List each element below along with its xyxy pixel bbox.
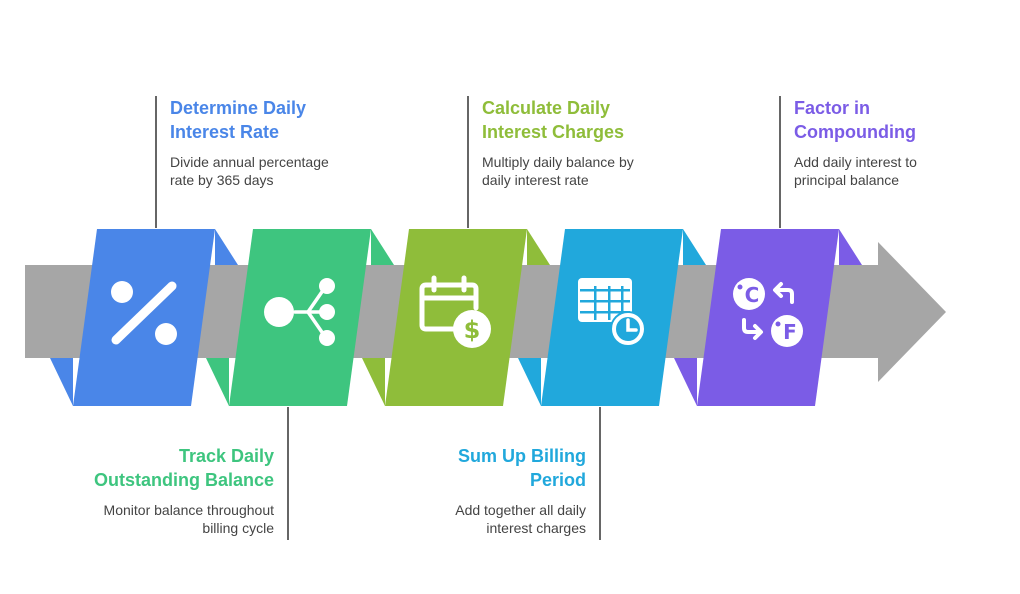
step-3-panel: $ xyxy=(362,229,550,406)
step-1-fold-top xyxy=(215,229,238,265)
step-1-title-line2: Interest Rate xyxy=(170,122,280,142)
step-4-title-line2: Period xyxy=(529,470,586,490)
step-3-desc-line2: daily interest rate xyxy=(482,172,589,188)
step-3-block xyxy=(385,229,527,406)
step-2-panel xyxy=(206,229,394,406)
step-3-label: Calculate Daily Interest Charges Multipl… xyxy=(482,96,712,189)
step-4-fold-top xyxy=(683,229,706,265)
step-4-desc-line1: Add together all daily xyxy=(455,502,586,518)
step-4-label: Sum Up Billing Period Add together all d… xyxy=(356,444,586,537)
step-5-title: Factor in Compounding xyxy=(794,96,994,144)
step-5-title-line2: Compounding xyxy=(794,122,916,142)
arrow-head xyxy=(878,242,946,382)
step-3-title-line2: Interest Charges xyxy=(482,122,625,142)
step-4-title: Sum Up Billing Period xyxy=(356,444,586,492)
step-1-label: Determine Daily Interest Rate Divide ann… xyxy=(170,96,400,189)
step-5-description: Add daily interest to principal balance xyxy=(794,153,994,189)
temperature-conversion-icon: C F xyxy=(733,278,803,347)
step-2-title-line1: Track Daily xyxy=(178,446,274,466)
step-5-panel: C F xyxy=(674,229,862,406)
step-1-desc-line2: rate by 365 days xyxy=(170,172,274,188)
step-1-desc-line1: Divide annual percentage xyxy=(170,154,329,170)
step-5-desc-line2: principal balance xyxy=(794,172,900,188)
step-1-fold-bottom xyxy=(50,358,73,406)
step-3-fold-top xyxy=(527,229,550,265)
step-2-fold-bottom xyxy=(206,358,229,406)
table-clock-icon xyxy=(578,278,646,347)
step-2-desc-line2: billing cycle xyxy=(202,520,274,536)
step-4-title-line1: Sum Up Billing xyxy=(458,446,586,466)
step-1-description: Divide annual percentage rate by 365 day… xyxy=(170,153,400,189)
step-3-desc-line1: Multiply daily balance by xyxy=(482,154,634,170)
step-5-title-line1: Factor in xyxy=(794,98,871,118)
step-5-fold-top xyxy=(839,229,862,265)
step-2-title-line2: Outstanding Balance xyxy=(93,470,274,490)
connectors xyxy=(155,96,781,540)
step-5-label: Factor in Compounding Add daily interest… xyxy=(794,96,994,189)
step-3-title-line1: Calculate Daily xyxy=(482,98,611,118)
step-3-title: Calculate Daily Interest Charges xyxy=(482,96,712,144)
step-5-desc-line1: Add daily interest to xyxy=(794,154,917,170)
percent-icon xyxy=(111,281,177,345)
step-4-panel xyxy=(518,229,706,406)
step-5-fold-bottom xyxy=(674,358,697,406)
step-2-block xyxy=(229,229,371,406)
step-5-block xyxy=(697,229,839,406)
step-4-fold-bottom xyxy=(518,358,541,406)
svg-text:F: F xyxy=(783,320,797,344)
step-1-title: Determine Daily Interest Rate xyxy=(170,96,400,144)
step-2-label: Track Daily Outstanding Balance Monitor … xyxy=(44,444,274,537)
step-2-desc-line1: Monitor balance throughout xyxy=(103,502,274,518)
calendar-dollar-icon: $ xyxy=(419,275,491,348)
step-4-desc-line2: interest charges xyxy=(486,520,586,536)
distribution-icon xyxy=(264,278,335,346)
step-2-description: Monitor balance throughout billing cycle xyxy=(44,501,274,537)
svg-text:$: $ xyxy=(464,316,481,344)
step-2-fold-top xyxy=(371,229,394,265)
step-2-title: Track Daily Outstanding Balance xyxy=(44,444,274,492)
step-4-description: Add together all daily interest charges xyxy=(356,501,586,537)
step-1-panel xyxy=(50,229,238,406)
step-3-description: Multiply daily balance by daily interest… xyxy=(482,153,712,189)
step-3-fold-bottom xyxy=(362,358,385,406)
svg-text:C: C xyxy=(745,283,760,307)
step-1-title-line1: Determine Daily xyxy=(170,98,307,118)
